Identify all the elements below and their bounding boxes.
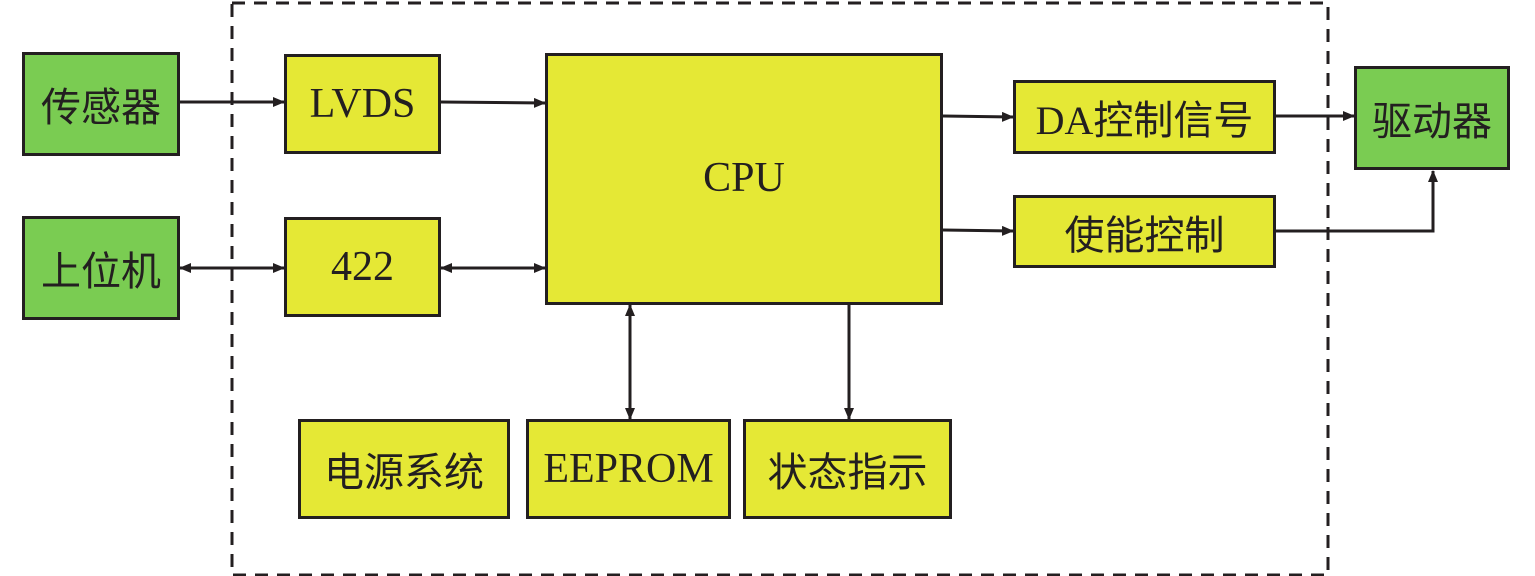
sensor-node: 传感器 xyxy=(22,52,180,156)
host-label: 上位机 xyxy=(41,249,161,295)
da-control-signal-label: DA控制信号 xyxy=(1036,88,1254,146)
cpu-node: CPU xyxy=(545,53,943,305)
rs422-label: 422 xyxy=(331,244,394,290)
lvds-label: LVDS xyxy=(309,81,416,127)
status-indicator-label: 状态指示 xyxy=(767,450,928,496)
host-node: 上位机 xyxy=(22,216,180,320)
rs422-node: 422 xyxy=(284,217,441,317)
sensor-label: 传感器 xyxy=(41,85,161,131)
eeprom-node: EEPROM xyxy=(526,419,731,519)
enable-control-label: 使能控制 xyxy=(1064,212,1225,259)
eeprom-label: EEPROM xyxy=(543,446,714,492)
da-label-suffix: 控制信号 xyxy=(1093,98,1254,144)
da-label-prefix: DA xyxy=(1035,98,1094,143)
power-system-label: 电源系统 xyxy=(324,450,484,496)
arrow-cpu-to-enable xyxy=(942,225,1014,236)
arrow-cpu-to-da xyxy=(942,111,1014,122)
lvds-node: LVDS xyxy=(284,54,441,154)
driver-node: 驱动器 xyxy=(1354,66,1510,170)
arrow-lvds-to-cpu xyxy=(440,97,546,108)
power-system-node: 电源系统 xyxy=(298,419,510,519)
enable-control-node: 使能控制 xyxy=(1013,195,1276,268)
cpu-label: CPU xyxy=(703,155,785,201)
status-indicator-node: 状态指示 xyxy=(743,419,952,519)
da-control-signal-node: DA控制信号 xyxy=(1013,80,1276,154)
arrow-enable-to-driver xyxy=(1276,170,1438,233)
driver-label: 驱动器 xyxy=(1372,99,1492,145)
